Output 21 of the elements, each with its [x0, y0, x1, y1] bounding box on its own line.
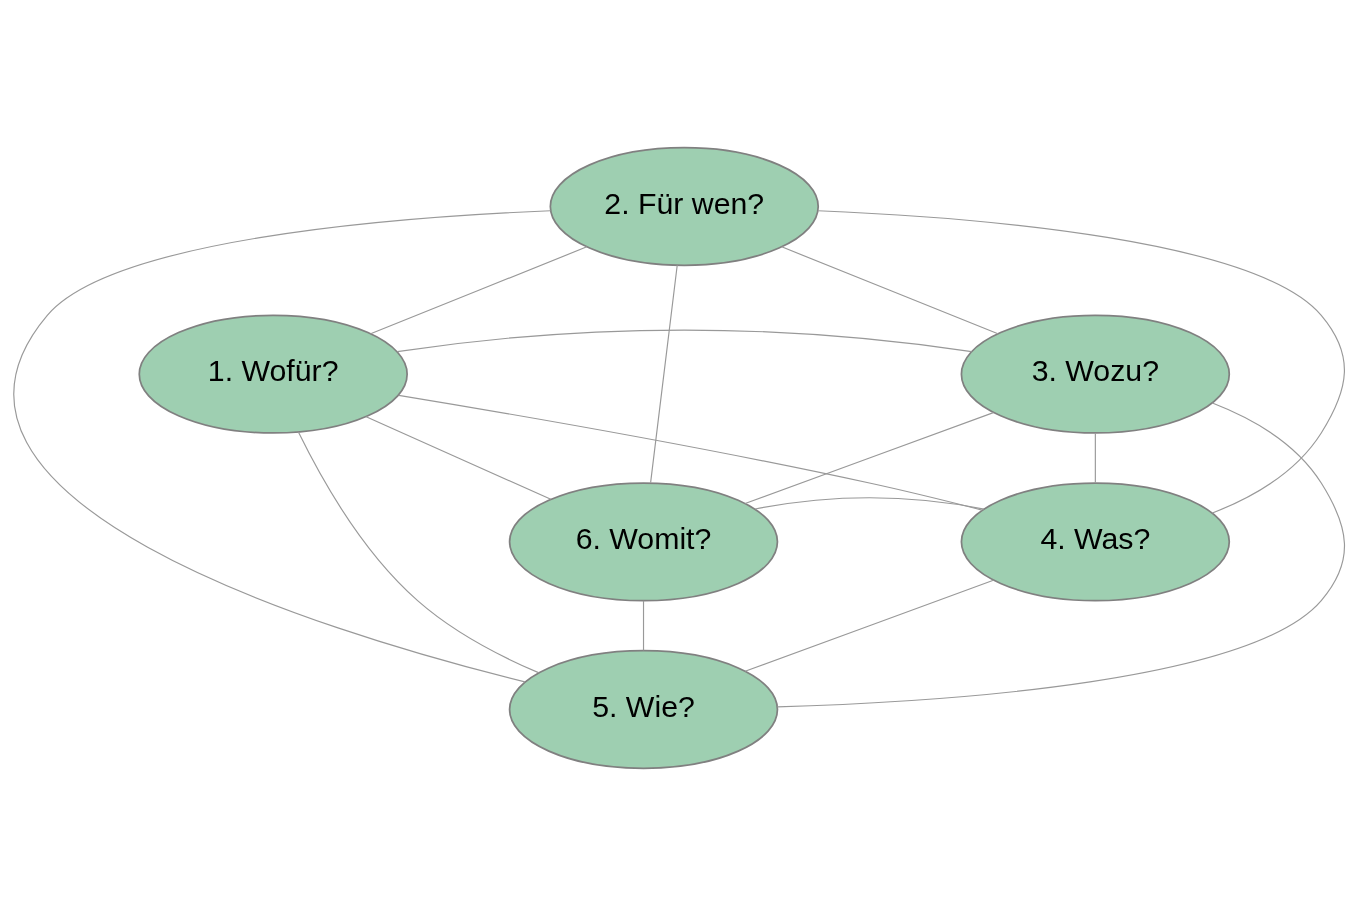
- connector: [642, 600, 645, 651]
- node-ellipse: 5. Wie?: [508, 649, 779, 770]
- node-ellipse: 4. Was?: [960, 482, 1231, 602]
- node-ellipse: 1. Wofür?: [138, 314, 408, 434]
- connector: [744, 412, 994, 505]
- node-ellipse: 6. Womit?: [508, 482, 779, 602]
- connector: [817, 210, 1345, 514]
- connector: [754, 497, 985, 510]
- node-ellipse: 2. Für wen?: [549, 146, 820, 267]
- node-ellipse: 3. Wozu?: [960, 314, 1231, 434]
- connector: [396, 329, 973, 353]
- connector: [650, 264, 678, 484]
- connector: [398, 394, 983, 511]
- connector: [365, 416, 552, 500]
- connector: [13, 210, 552, 683]
- connector: [781, 246, 999, 335]
- connector: [370, 246, 588, 335]
- connector: [776, 402, 1346, 708]
- connector: [297, 431, 540, 674]
- connector: [744, 579, 994, 672]
- connector: [1094, 432, 1096, 484]
